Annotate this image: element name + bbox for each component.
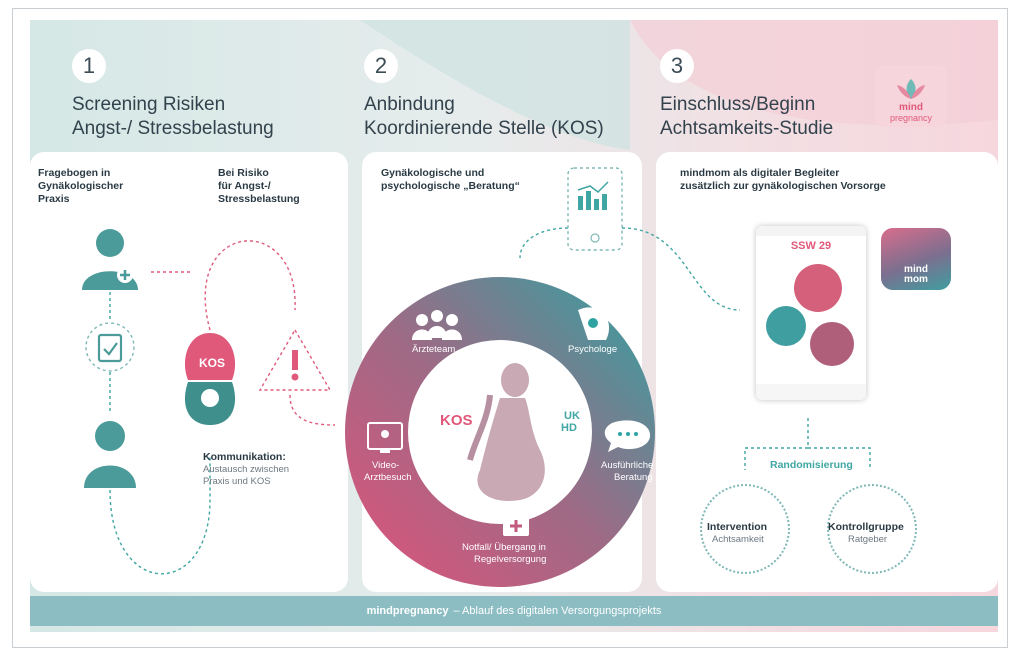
step-3-title-line2: Achtsamkeits-Studie [660, 118, 834, 139]
questionnaire-line2: Gynäkologischer [38, 180, 124, 192]
step-1-title-line2: Angst-/ Stressbelastung [72, 118, 274, 139]
randomization-label: Randomisierung [770, 459, 853, 471]
video-line2: Arztbesuch [364, 472, 412, 483]
app-name-line2: mom [904, 274, 928, 285]
first-aid-icon [503, 516, 529, 536]
communication-line2: Praxis und KOS [203, 476, 271, 487]
logo-line2: pregnancy [889, 113, 933, 123]
logo-line1: mind [899, 102, 923, 113]
intervention-circle [700, 484, 790, 574]
doctor-team-icon [412, 310, 462, 340]
beratung-line2: Beratung [614, 472, 653, 483]
patient-icon [84, 421, 136, 488]
step-1-title-line1: Screening Risiken [72, 94, 226, 115]
warning-icon [258, 328, 332, 391]
control-circle [827, 484, 917, 574]
clipboard-icon [85, 322, 135, 372]
ssw-label: SSW 29 [790, 240, 832, 252]
risk-line2: für Angst-/ [218, 180, 271, 192]
video-line1: Video- [372, 460, 400, 471]
intervention-title: Intervention [707, 521, 768, 533]
doctor-team-label: Ärzteteam [412, 344, 456, 355]
mindmom-app-icon: mind mom [881, 228, 951, 290]
step-1-number: 1 [72, 49, 106, 83]
kos-badge-label: KOS [199, 356, 226, 370]
phone-chart-icon [567, 167, 623, 251]
control-sub: Ratgeber [848, 534, 888, 545]
intervention-sub: Achtsamkeit [712, 534, 764, 545]
risk-line3: Stressbelastung [218, 193, 300, 205]
communication-line1: Austausch zwischen [203, 464, 290, 475]
step-2-number: 2 [364, 49, 398, 83]
psychologist-label: Psychologe [568, 344, 618, 355]
footer-text: – Ablauf des digitalen Versorgungsprojek… [453, 605, 662, 617]
ukhd-line1: UK [564, 410, 580, 422]
footer-brand: mindpregnancy [366, 605, 449, 617]
pregnant-woman-icon [467, 363, 545, 501]
notfall-line2: Regelversorgung [474, 554, 547, 565]
notfall-line1: Notfall/ Übergang in [462, 542, 546, 553]
mindmom-heading-line2: zusätzlich zur gynäkologischen Vorsorge [680, 180, 886, 192]
step-3-title-line1: Einschluss/Beginn [660, 94, 816, 115]
psychologist-icon [578, 307, 610, 340]
questionnaire-line3: Praxis [38, 193, 70, 205]
kos-center-label: KOS [440, 412, 473, 429]
doctor-icon [82, 229, 138, 290]
risk-line1: Bei Risiko [218, 167, 269, 179]
counseling-heading-line2: psychologische „Beratung“ [381, 180, 520, 192]
beratung-line1: Ausführliche [601, 460, 654, 471]
ukhd-line2: HD [561, 422, 577, 434]
mindpregnancy-logo: mind pregnancy [875, 65, 947, 127]
kos-badge-icon [184, 333, 236, 425]
step-3-number: 3 [660, 49, 694, 83]
app-name-line1: mind [904, 264, 928, 275]
questionnaire-line1: Fragebogen in [38, 167, 111, 179]
mindmom-heading-line1: mindmom als digitaler Begleiter [680, 167, 840, 179]
step-2-title-line1: Anbindung [364, 94, 455, 115]
step-2-title-line2: Koordinierende Stelle (KOS) [364, 118, 604, 139]
counseling-heading-line1: Gynäkologische und [381, 167, 485, 179]
chat-bubble-icon [604, 420, 651, 452]
app-phone-mockup: SSW 29 [756, 226, 866, 400]
lotus-icon [897, 79, 925, 99]
communication-title: Kommunikation: [203, 451, 286, 463]
footer-bar: mindpregnancy – Ablauf des digitalen Ver… [30, 596, 998, 626]
video-call-icon [367, 422, 403, 453]
control-title: Kontrollgruppe [828, 521, 904, 533]
phone-screen-graphic [756, 226, 866, 400]
